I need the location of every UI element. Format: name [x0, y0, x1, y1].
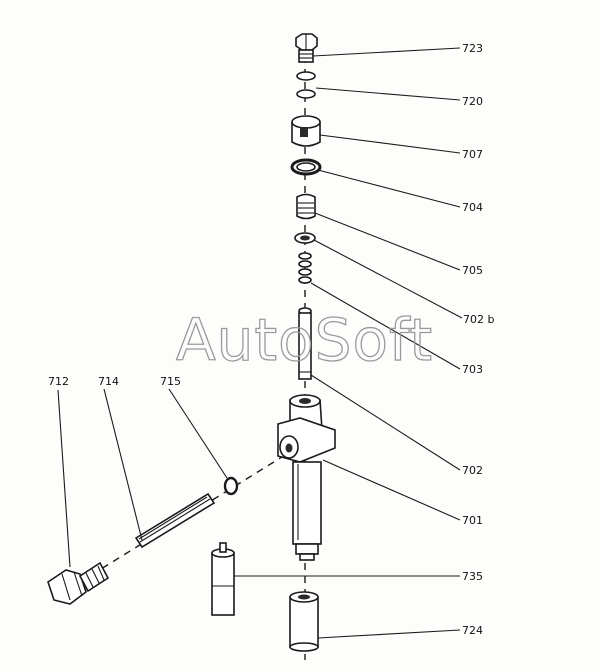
label-724: 724 — [462, 624, 483, 637]
label-702b: 702 b — [463, 313, 494, 326]
part-703-coil-spring — [298, 252, 312, 284]
label-712: 712 — [48, 375, 69, 388]
leader-lines — [57, 47, 463, 639]
label-720: 720 — [462, 95, 483, 108]
part-715-washer — [223, 476, 239, 496]
label-735: 735 — [462, 570, 483, 583]
part-701-injector-body — [277, 394, 336, 561]
label-714: 714 — [98, 375, 119, 388]
label-705: 705 — [462, 264, 483, 277]
part-724-sleeve — [289, 591, 319, 652]
part-707-cap — [291, 115, 321, 147]
label-701: 701 — [462, 514, 483, 527]
label-707: 707 — [462, 148, 483, 161]
part-702-needle — [298, 307, 312, 380]
label-723: 723 — [462, 42, 483, 55]
part-712-fitting — [47, 561, 110, 605]
label-703: 703 — [462, 363, 483, 376]
part-735-cap — [211, 542, 235, 616]
part-705-spring-body — [296, 193, 316, 220]
part-704-ring — [290, 158, 322, 176]
label-715: 715 — [160, 375, 181, 388]
part-702b-seat — [294, 232, 316, 244]
part-720-washers — [296, 71, 316, 99]
part-714-filter-rod — [134, 492, 216, 549]
watermark: AutoSoft — [176, 306, 433, 374]
label-702: 702 — [462, 464, 483, 477]
part-723-bolt — [295, 33, 318, 63]
label-704: 704 — [462, 201, 483, 214]
